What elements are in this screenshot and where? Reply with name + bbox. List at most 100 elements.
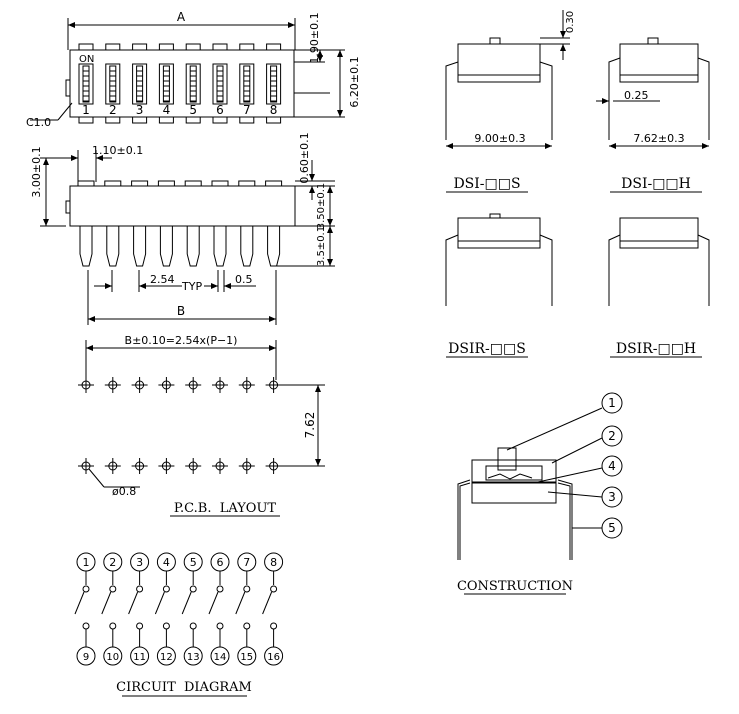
- top-tab: [105, 43, 121, 51]
- construction-title: CONSTRUCTION: [457, 579, 573, 594]
- dim-900-label: 9.00±0.3: [474, 132, 525, 145]
- switch-window: [212, 63, 228, 105]
- pcb-hole: [185, 458, 202, 474]
- side-tab: [157, 180, 175, 187]
- svg-text:4: 4: [608, 459, 616, 473]
- switch-window: [158, 63, 174, 105]
- side-tab: [211, 180, 229, 187]
- switch-window: [239, 63, 255, 105]
- top-view: [30, 18, 345, 124]
- top-tab: [266, 43, 282, 51]
- pcb-hole: [212, 377, 228, 393]
- side-tab: [184, 180, 202, 187]
- side-pin: [213, 226, 227, 267]
- pin-number-bottom: 16: [267, 652, 280, 663]
- switch-symbol: [235, 552, 257, 666]
- pcb-hole: [265, 458, 282, 474]
- dsir-h-label: DSIR-□□H: [616, 341, 696, 357]
- dim-254-label: 2.54: [150, 273, 175, 286]
- svg-text:2: 2: [608, 429, 616, 443]
- pcb-hole: [104, 377, 121, 393]
- on-label: ON: [79, 54, 94, 65]
- dim-190-label: 1.90±0.1: [308, 12, 321, 63]
- pin-number-bottom: 10: [106, 652, 119, 663]
- pcb-hole: [158, 458, 175, 474]
- side-pin: [106, 226, 120, 267]
- pin-number-top: 6: [217, 556, 224, 569]
- switch-windows: [78, 63, 282, 105]
- svg-text:5: 5: [608, 521, 616, 535]
- side-pin: [79, 226, 93, 267]
- dim-762-pcb-label: 7.62: [303, 412, 317, 439]
- pcb-layout: [78, 340, 325, 517]
- svg-text:3: 3: [608, 490, 616, 504]
- switch-symbol: [181, 552, 203, 666]
- pcb-hole: [185, 377, 202, 393]
- pin-number-bottom: 15: [240, 652, 253, 663]
- typ-label: TYP: [181, 280, 202, 293]
- bottom-tab: [105, 116, 121, 124]
- dim-300-label: 3.00±0.1: [30, 146, 43, 197]
- side-pin: [186, 226, 200, 267]
- dsir-s-label: DSIR-□□S: [448, 341, 526, 357]
- circuit-diagram-title: CIRCUIT DIAGRAM: [116, 680, 252, 695]
- dim-620-label: 6.20±0.1: [348, 56, 361, 107]
- dim-350-label: 3.50±0.1: [316, 183, 327, 230]
- pin-number-top: 8: [270, 556, 277, 569]
- pin-number-bottom: 12: [160, 652, 173, 663]
- dsi-h-label: DSI-□□H: [621, 176, 691, 192]
- pcb-hole: [265, 377, 282, 393]
- bottom-tab: [78, 116, 94, 124]
- pcb-hole: [104, 458, 121, 474]
- switch-symbol: [128, 552, 150, 666]
- switch-number: 6: [216, 103, 224, 117]
- dim-05-label: 0.5: [235, 273, 253, 286]
- switch-window: [266, 63, 282, 105]
- top-tab: [158, 43, 174, 51]
- pin-number-top: 2: [109, 556, 116, 569]
- switch-number: 8: [270, 103, 278, 117]
- profile-dsir-s: [445, 213, 553, 358]
- side-tab: [131, 180, 149, 187]
- profile-dsir-h: [608, 217, 710, 358]
- side-pin: [267, 226, 281, 267]
- dim-a-label: A: [177, 10, 186, 24]
- dsi-s-label: DSI-□□S: [453, 176, 520, 192]
- svg-text:1: 1: [608, 396, 616, 410]
- pcb-hole: [158, 377, 175, 393]
- pcb-hole: [238, 377, 255, 393]
- bottom-tab: [158, 116, 174, 124]
- pin-number-top: 7: [243, 556, 250, 569]
- pcb-hole: [78, 377, 94, 393]
- dim-110-label: 1.10±0.1: [92, 144, 143, 157]
- side-pin: [133, 226, 147, 267]
- dim-b-label: B: [177, 304, 185, 318]
- top-tab: [239, 43, 255, 51]
- side-tab: [238, 180, 256, 187]
- construction-callout: 3: [601, 486, 623, 508]
- bottom-tab: [266, 116, 282, 124]
- bottom-tab: [212, 116, 228, 124]
- pin-number-top: 5: [190, 556, 197, 569]
- bottom-tab: [132, 116, 148, 124]
- pcb-formula: B±0.10=2.54x(P−1): [125, 334, 238, 347]
- switch-number: 2: [109, 103, 117, 117]
- bottom-tab: [239, 116, 255, 124]
- dim-060-label: 0.60±0.1: [298, 132, 311, 183]
- chamfer-label: C1.0: [26, 116, 51, 129]
- side-tab: [77, 180, 95, 187]
- top-tab: [185, 43, 201, 51]
- side-view: [40, 150, 335, 325]
- switch-symbol: [208, 552, 230, 666]
- switch-window: [132, 63, 148, 105]
- switch-symbol: [101, 552, 123, 666]
- pcb-hole: [78, 458, 94, 474]
- pcb-hole: [238, 458, 255, 474]
- switch-number: 3: [136, 103, 144, 117]
- switch-window: [105, 63, 121, 105]
- dim-030-label: 0.30: [565, 11, 576, 33]
- dim-025-label: 0.25: [624, 89, 649, 102]
- switch-number: 7: [243, 103, 251, 117]
- side-tab: [265, 180, 283, 187]
